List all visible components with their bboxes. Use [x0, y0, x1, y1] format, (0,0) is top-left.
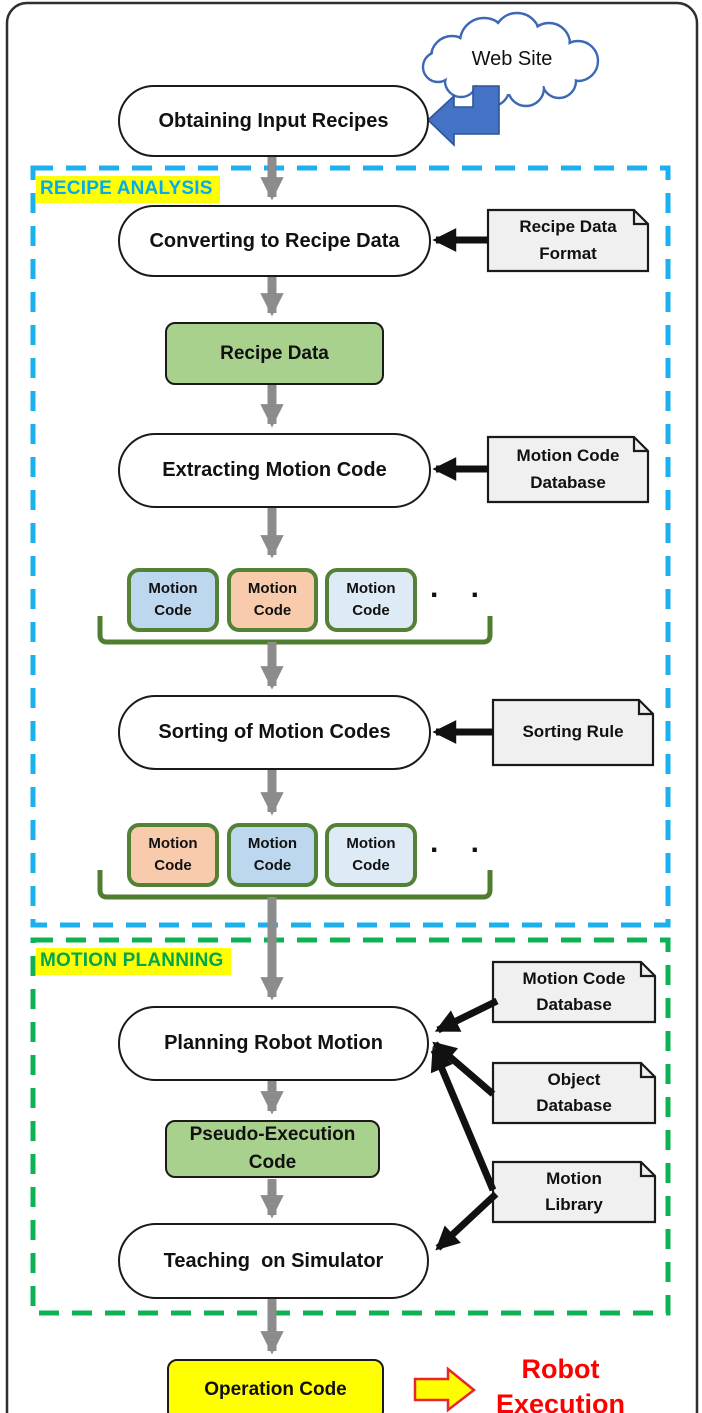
sorting-rule-note-shape [491, 698, 655, 767]
motion-code-box: Motion Code [325, 568, 417, 632]
ellipsis-dots: . . [430, 571, 492, 604]
motion-code-box: Motion Code [227, 823, 318, 887]
recipe-analysis-section-label: RECIPE ANALYSIS [36, 176, 220, 203]
robot-execution-label: Robot Execution [495, 1354, 626, 1413]
note-motion-library: Motion Library [545, 1168, 603, 1214]
ellipsis-dots: . . [430, 826, 492, 859]
cloud-to-obtaining-arrow [426, 85, 500, 147]
motion-code-box: Motion Code [227, 568, 318, 632]
motion-planning-section-border [30, 937, 671, 1316]
node-converting-to-recipe-data: Converting to Recipe Data [118, 205, 431, 277]
motion-code-box: Motion Code [127, 823, 219, 887]
note-recipe-data-format: Recipe Data Format [519, 217, 617, 263]
node-recipe-data: Recipe Data [165, 322, 384, 385]
operation-to-robot-arrow [413, 1366, 477, 1413]
arrow-motionlibrary-to-teaching [435, 1191, 499, 1251]
node-pseudo-execution-code: Pseudo-Execution Code [165, 1120, 380, 1178]
object-database-note-shape [491, 1061, 657, 1125]
reference-arrows [430, 228, 499, 1251]
motion-code-bracket-2 [97, 870, 493, 900]
arrow-motionlibrary-to-planning [430, 1046, 497, 1192]
node-teaching-on-simulator: Teaching on Simulator [118, 1223, 429, 1299]
motion-code-box: Motion Code [127, 568, 219, 632]
recipe-data-format-note-shape [486, 208, 650, 273]
node-sorting-of-motion-codes: Sorting of Motion Codes [118, 695, 431, 770]
note-motion-code-database-2: Motion Code Database [522, 968, 626, 1014]
motion-code-box: Motion Code [325, 823, 417, 887]
note-object-database: Object Database [536, 1069, 612, 1115]
motion-code-database-note-shape-1 [486, 435, 650, 504]
motion-planning-section-label: MOTION PLANNING [36, 948, 231, 975]
motion-code-bracket-1 [97, 616, 493, 645]
figure-border [5, 1, 699, 1413]
recipe-analysis-section-border [30, 165, 671, 928]
node-planning-robot-motion: Planning Robot Motion [118, 1006, 429, 1081]
node-obtaining-input-recipes: Obtaining Input Recipes [118, 85, 429, 157]
motion-library-note-shape [491, 1160, 657, 1224]
note-shapes [486, 208, 657, 1224]
note-sorting-rule: Sorting Rule [522, 722, 624, 742]
arrow-mcdb2-to-planning [434, 997, 499, 1034]
cloud-label: Web Site [471, 48, 553, 70]
node-operation-code: Operation Code [167, 1359, 384, 1413]
motion-code-database-note-shape-2 [491, 960, 657, 1024]
node-extracting-motion-code: Extracting Motion Code [118, 433, 431, 508]
note-motion-code-database-1: Motion Code Database [516, 446, 620, 492]
